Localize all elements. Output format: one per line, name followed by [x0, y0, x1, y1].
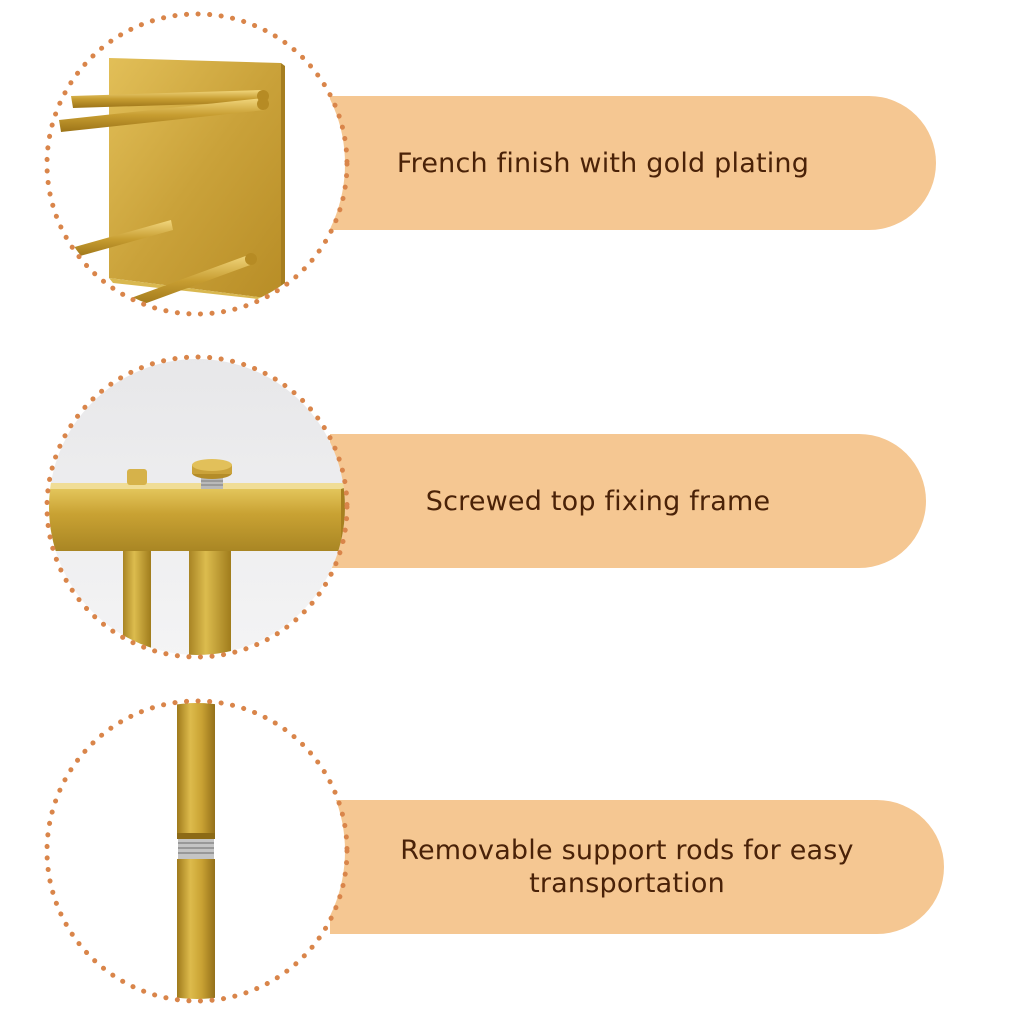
feature-text-finish: French finish with gold plating — [396, 147, 810, 179]
feature-banner-rods: Removable support rods for easy transpor… — [330, 800, 944, 934]
support-rod-joint-image — [41, 695, 353, 1007]
feature-text-frame: Screwed top fixing frame — [425, 485, 771, 517]
screw-frame-closeup-image — [41, 351, 353, 663]
gold-table-underside-image — [41, 8, 353, 320]
feature-text-rods: Removable support rods for easy transpor… — [400, 835, 854, 899]
feature-banner-frame: Screwed top fixing frame — [330, 434, 926, 568]
feature-banner-finish: French finish with gold plating — [330, 96, 936, 230]
